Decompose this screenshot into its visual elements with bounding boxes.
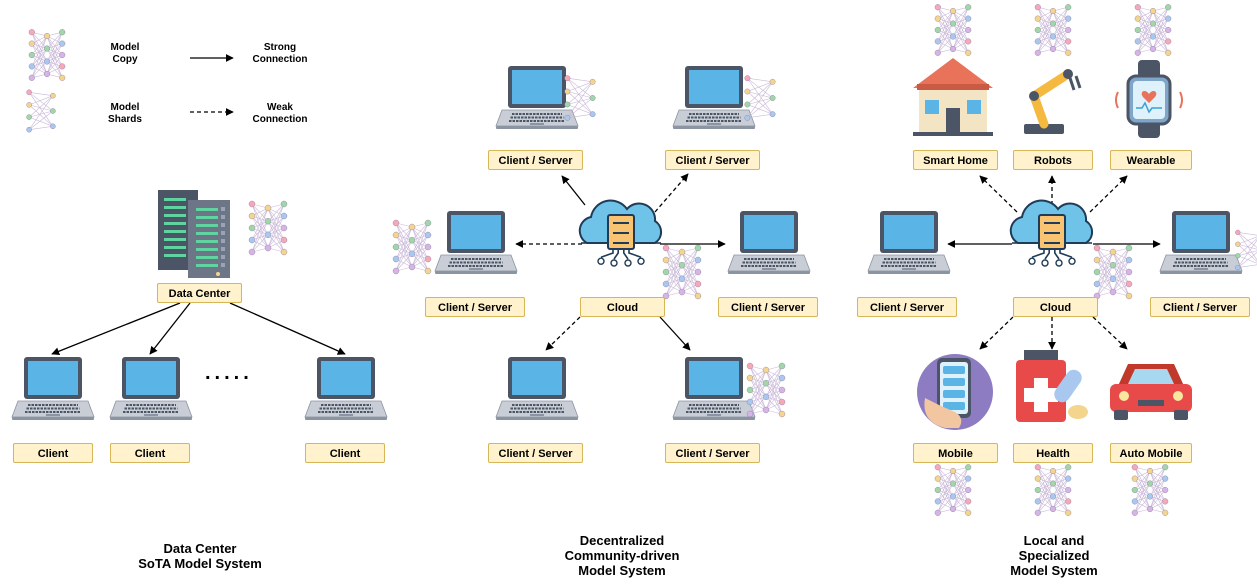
model-shard-local-right [1235,229,1257,271]
model-copy-smart-home [934,4,972,56]
edge-local-wearable [1089,175,1128,213]
model-shard-top-left [564,75,596,121]
edge-local-auto [1092,316,1128,350]
laptop-local-right [1159,211,1243,274]
legend-model-shards-icon [26,89,56,133]
model-copy-mobile [934,464,972,516]
edge-cloud-top-left [561,175,586,206]
client-laptop-1 [11,357,95,420]
laptop-left [434,211,518,274]
label-cloud-local: Cloud [1013,297,1098,317]
cloud-middle-icon [578,199,662,267]
label-data-center: Data Center [157,283,242,303]
label-client-server-top-left: Client / Server [488,150,583,170]
caption-local: Local and Specialized Model System [1010,533,1098,578]
edge-cloud-bottom-right [659,316,691,351]
laptop-top-right [672,66,756,129]
legend-weak-text: Weak Connection [252,102,308,125]
model-copy-left [392,219,432,275]
model-copy-auto [1131,464,1169,516]
caption-decentralized: Decentralized Community-driven Model Sys… [564,533,680,578]
medicine-icon [1016,350,1088,422]
label-client-server-local-left: Client / Server [857,297,957,317]
model-copy-health [1034,464,1072,516]
label-client-server-top-right: Client / Server [665,150,760,170]
label-client-3: Client [305,443,385,463]
robot-arm-icon [1024,69,1082,134]
label-client-server-bottom-left: Client / Server [488,443,583,463]
legend-strong-text: Strong Connection [252,42,308,65]
laptop-bottom-right [672,357,756,420]
edge-local-mobile [979,316,1014,350]
label-mobile: Mobile [913,443,998,463]
model-copy-middle [662,244,702,300]
model-copy-local-cloud [1093,244,1133,300]
model-copy-wearable [1134,4,1172,56]
edge-dc-client-2 [149,302,191,355]
label-wearable: Wearable [1110,150,1192,170]
label-client-server-local-right: Client / Server [1150,297,1250,317]
label-client-server-bottom-right: Client / Server [665,443,760,463]
label-health: Health [1013,443,1093,463]
data-center-model-icon [248,200,288,256]
edge-dc-client-1 [51,302,181,356]
cloud-local-icon [1009,199,1093,267]
legend-model-copy-text: Model Copy [110,42,140,65]
label-client-1: Client [13,443,93,463]
legend-model-shards-text: Model Shards [108,102,142,125]
label-smart-home: Smart Home [913,150,998,170]
model-shard-top-right [744,75,776,121]
laptop-bottom-left [495,357,579,420]
laptop-local-left [867,211,951,274]
data-center-icon [158,190,230,278]
edge-dc-client-3 [229,302,346,355]
model-copy-robots [1034,4,1072,56]
client-laptop-3 [304,357,388,420]
laptop-top-left [495,66,579,129]
car-icon [1110,364,1192,420]
mobile-phone-icon [917,354,993,430]
smartwatch-icon [1115,60,1183,138]
ellipsis: ..... [205,362,253,384]
client-laptop-2 [109,357,193,420]
label-auto-mobile: Auto Mobile [1110,443,1192,463]
label-client-server-right: Client / Server [718,297,818,317]
caption-data-center: Data Center SoTA Model System [138,541,262,571]
label-client-2: Client [110,443,190,463]
edge-local-smart-home [979,175,1018,213]
edge-cloud-top-right [654,173,689,213]
legend-model-copy-icon [28,29,66,81]
edge-cloud-bottom-left [545,316,581,351]
label-client-server-left: Client / Server [425,297,525,317]
label-robots: Robots [1013,150,1093,170]
smart-home-icon [913,58,993,136]
model-copy-bottom-right [746,362,786,418]
laptop-right [727,211,811,274]
label-cloud-middle: Cloud [580,297,665,317]
